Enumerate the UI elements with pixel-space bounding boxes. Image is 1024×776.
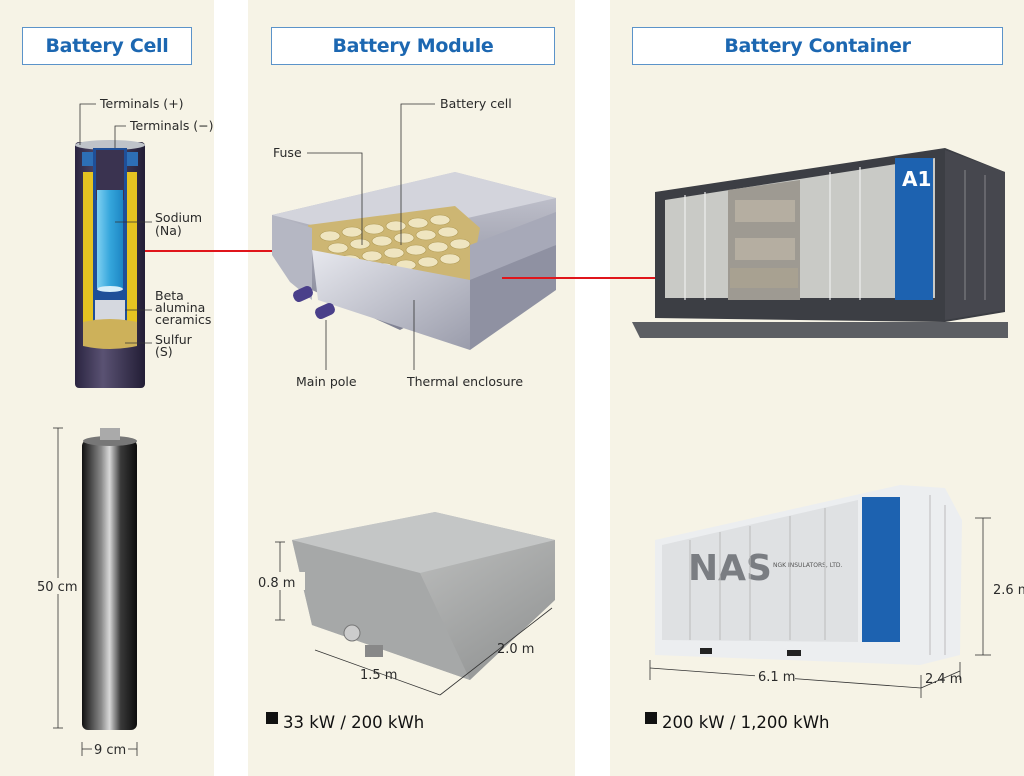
container-width-label: 2.4 m [925,672,962,687]
label-alumina: alumina [155,300,205,315]
label-battery-cell: Battery cell [440,96,512,111]
label-sodium: Sodium [155,210,202,225]
battery-module-photo: 0.8 m 1.5 m 2.0 m 33 kW / 200 kWh [255,512,555,732]
sodium-core [97,190,123,288]
container-spec: 200 kW / 1,200 kWh [662,713,829,732]
label-fuse: Fuse [273,145,302,160]
container-blue-door [862,497,900,642]
module-height-label: 0.8 m [258,576,295,591]
label-ceramics: ceramics [155,312,211,327]
battery-container-cutaway: A1 [632,148,1008,338]
module-depth-label: 2.0 m [497,642,534,657]
container-company: NGK INSULATORS, LTD. [773,562,843,569]
battery-container-photo: NAS NGK INSULATORS, LTD. 2.6 m 6.1 m 2.4… [645,485,1024,732]
container-height-label: 2.6 m [993,583,1024,598]
battery-cell-cutaway: Terminals (+) Terminals (−) Sodium (Na) … [75,96,214,388]
door-bars [689,495,946,655]
battery-cell-photo: 50 cm 9 cm [30,427,138,758]
ceramics-ring [95,300,125,322]
container-logo: NAS [688,548,772,589]
cell-height-label: 50 cm [37,580,78,595]
header-battery-container: Battery Container [632,27,1003,65]
bullet-square-icon [645,712,657,724]
cell-diameter-label: 9 cm [94,743,126,758]
bullet-square-icon [266,712,278,724]
front-wall [312,250,470,350]
label-main-pole: Main pole [296,374,357,389]
cell-top-cap [75,140,145,150]
module-width-label: 1.5 m [360,668,397,683]
header-battery-cell: Battery Cell [22,27,192,65]
label-sodium-symbol: (Na) [155,223,182,238]
sulfur-chamber [83,319,137,349]
cell-tops [319,214,471,278]
label-thermal-enclosure: Thermal enclosure [406,374,523,389]
container-badge: A1 [902,167,931,191]
module-spec: 33 kW / 200 kWh [283,713,424,732]
label-terminals-minus: Terminals (−) [129,118,214,133]
label-sulfur-symbol: (S) [155,344,173,359]
battery-module-cutaway: Fuse Battery cell Main pole Thermal encl… [272,96,556,389]
label-terminals-plus: Terminals (+) [99,96,184,111]
label-sulfur: Sulfur [155,332,193,347]
main-pole-terminals [293,285,335,320]
container-length-label: 6.1 m [758,670,795,685]
container-base [632,322,1008,338]
container-blue-panel [895,158,933,300]
header-battery-module: Battery Module [271,27,555,65]
label-beta: Beta [155,288,184,303]
